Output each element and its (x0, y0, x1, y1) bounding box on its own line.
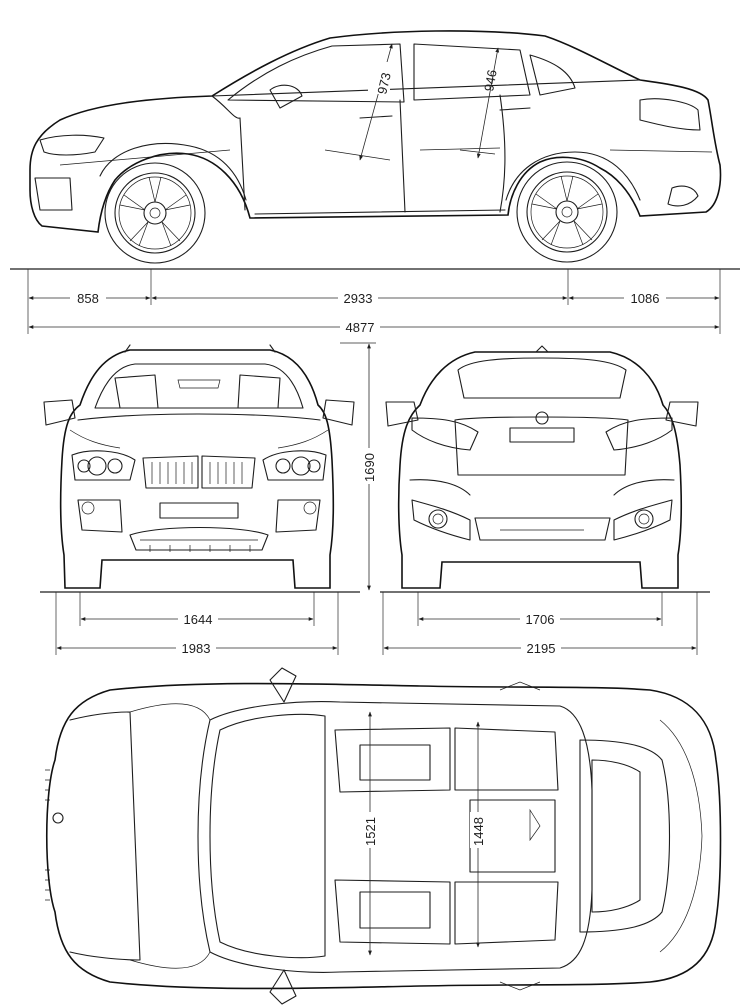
front-body-outline (59, 349, 335, 589)
height-label: 1690 (362, 453, 377, 482)
top-body-outline (45, 682, 722, 990)
front-shoulder-label: 1521 (363, 817, 378, 846)
rear-track-label: 1706 (526, 612, 555, 627)
side-front-wheel (104, 162, 206, 264)
wheelbase-label: 2933 (344, 291, 373, 306)
side-body-outline (29, 30, 722, 233)
side-rear-wheel (516, 161, 618, 263)
rear-shoulder-label: 1448 (471, 817, 486, 846)
front-track-label: 1644 (184, 612, 213, 627)
rear-overhang-label: 1086 (631, 291, 660, 306)
width-label: 1983 (182, 641, 211, 656)
rear-headroom-label: 946 (481, 69, 500, 93)
top-view (45, 667, 722, 1005)
rear-body-outline (397, 351, 683, 589)
front-overhang-label: 858 (77, 291, 99, 306)
width-mirrors-label: 2195 (527, 641, 556, 656)
rear-view (385, 345, 699, 589)
rear-headroom-line (476, 47, 500, 159)
side-view (29, 30, 722, 264)
length-label: 4877 (346, 320, 375, 335)
front-headroom-label: 973 (374, 71, 393, 96)
front-view (43, 344, 355, 589)
